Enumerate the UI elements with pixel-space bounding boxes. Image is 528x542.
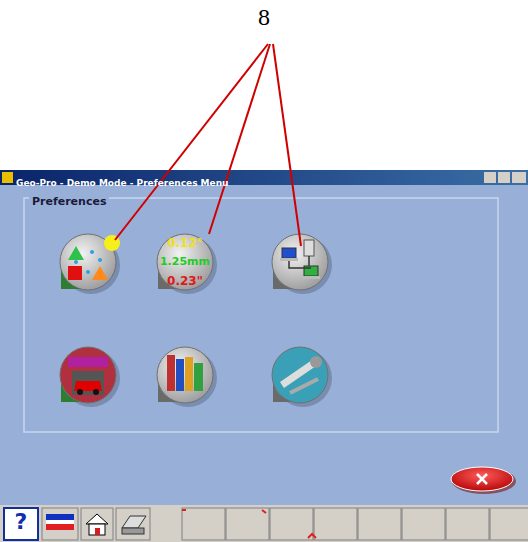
toolbar-buttons xyxy=(4,508,528,540)
app-icon xyxy=(2,172,13,183)
panel-frame xyxy=(24,198,498,432)
window-buttons xyxy=(484,172,526,183)
preferences-panel: Preferences xyxy=(24,198,498,432)
inch-value: 0.23" xyxy=(167,274,203,288)
app-window: Geo-Pro - Demo Mode - Preferences MenuPr… xyxy=(0,170,528,542)
close-button xyxy=(451,467,516,494)
toolbar xyxy=(0,505,528,542)
window-title: Geo-Pro - Demo Mode - Preferences Menu xyxy=(16,178,229,188)
window-ground xyxy=(0,170,528,542)
help-glyph: ? xyxy=(15,509,28,534)
toolbar-glyphs xyxy=(46,510,316,538)
leader-lines xyxy=(115,44,301,246)
length-value: 1.25mm xyxy=(160,255,210,268)
callout-number: 8 xyxy=(258,4,270,31)
panel-heading: Preferences xyxy=(29,195,109,208)
angle-value: 0.12° xyxy=(167,236,203,250)
icon-discs xyxy=(60,234,332,407)
